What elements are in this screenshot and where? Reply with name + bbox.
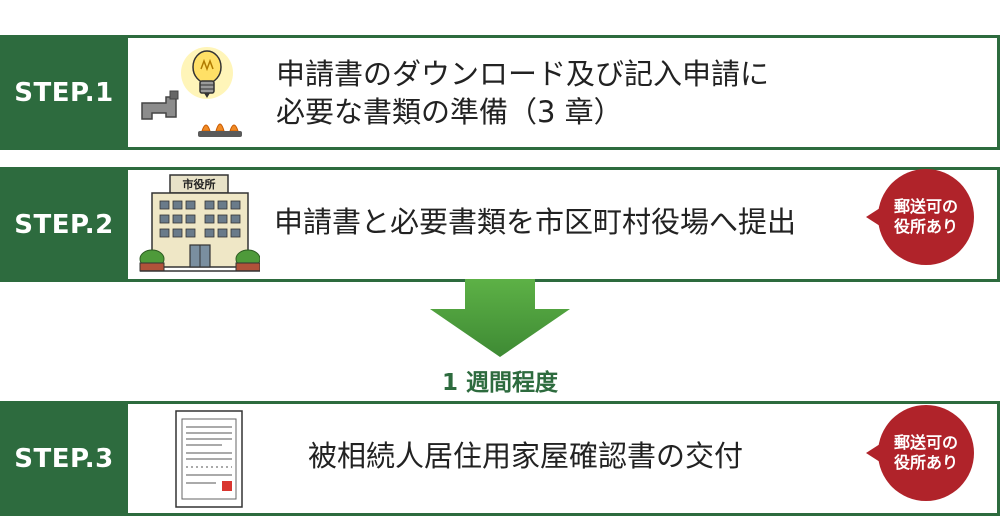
step-2-badge-tail [866, 208, 880, 226]
step-3-badge-line-1: 郵送可の [893, 433, 958, 452]
step-2-label: STEP.2 [0, 167, 128, 282]
document-icon [130, 401, 260, 516]
step-1-text-line-1: 申請書のダウンロード及び記入申請に [276, 57, 770, 91]
step-2-badge-line-1: 郵送可の [893, 197, 958, 216]
step-2-text-line-1: 申請書と必要書類を市区町村役場へ提出 [274, 205, 797, 239]
step-1-label: STEP.1 [0, 35, 128, 150]
step-1: STEP.1 申請書のダウンロード及び記入申請に 必要な書類の準備（3 章） [0, 35, 1000, 150]
city-hall-sign-text: 市役所 [182, 178, 216, 191]
step-2-mail-badge: 郵送可の 役所あり [878, 169, 974, 265]
lightbulb-faucet-gas-icon [130, 35, 260, 150]
step-1-frame [0, 35, 1000, 150]
step-2-badge-line-2: 役所あり [893, 217, 958, 236]
step-1-text-line-2: 必要な書類の準備（3 章） [276, 95, 623, 129]
step-2-text: 申請書と必要書類を市区町村役場へ提出 [274, 203, 796, 241]
step-3-text-line-1: 被相続人居住用家屋確認書の交付 [308, 439, 744, 473]
down-arrow-icon [430, 279, 570, 363]
step-3-text: 被相続人居住用家屋確認書の交付 [308, 437, 743, 475]
step-3-frame [0, 401, 1000, 516]
city-hall-icon: 市役所 [130, 167, 260, 282]
step-3-label: STEP.3 [0, 401, 128, 516]
step-3: STEP.3 被相続人居住用家屋確認書の交付 郵送可の 役所あり [0, 401, 1000, 516]
step-1-text: 申請書のダウンロード及び記入申請に 必要な書類の準備（3 章） [276, 55, 769, 131]
step-3-badge-tail [866, 444, 880, 462]
duration-label: 1 週間程度 [441, 370, 558, 396]
step-3-badge-line-2: 役所あり [893, 453, 958, 472]
step-3-mail-badge: 郵送可の 役所あり [878, 405, 974, 501]
step-2: STEP.2 市役所 申請書と必要書類を市区町村役場へ提出 [0, 167, 1000, 282]
